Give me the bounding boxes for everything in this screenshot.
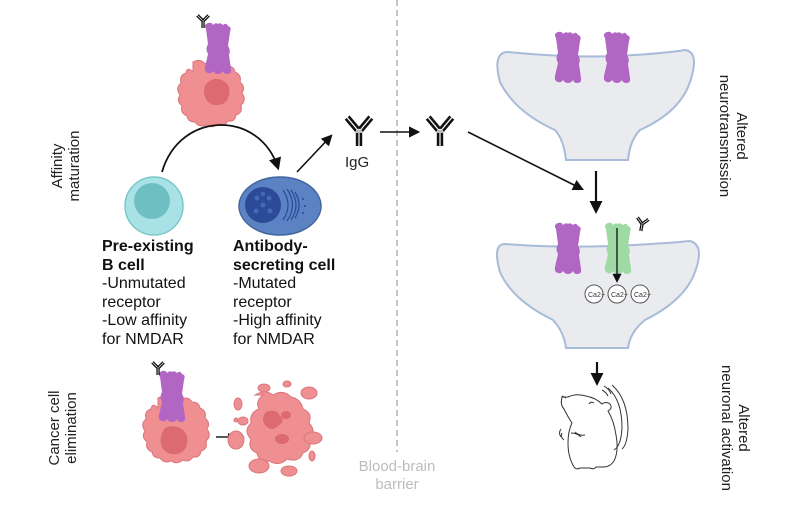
igg-label: IgG bbox=[345, 154, 370, 171]
affinity-maturation-arrow bbox=[161, 124, 282, 173]
b-cell-description: Pre-existing B cell -Unmutated receptor … bbox=[102, 238, 194, 349]
label-line: Blood-brain bbox=[358, 458, 436, 475]
b-cell-title: B cell bbox=[102, 256, 145, 274]
label-line: neuronal activation bbox=[718, 365, 735, 491]
calcium-ion-label: Ca2+ bbox=[634, 292, 651, 299]
blood-brain-barrier-label: Blood-brain barrier bbox=[351, 458, 443, 494]
calcium-ion bbox=[607, 284, 627, 304]
antibody-small-icon bbox=[151, 361, 165, 375]
calcium-ion bbox=[630, 284, 650, 304]
arrow-to-igg bbox=[296, 134, 333, 173]
calcium-ion bbox=[584, 284, 604, 304]
b-cell-title: Pre-existing bbox=[102, 238, 194, 255]
calcium-ion-label: Ca2+ bbox=[611, 292, 628, 299]
cancer-elimination-graphics bbox=[142, 361, 323, 477]
b-cell-detail: receptor bbox=[102, 293, 161, 311]
b-cell-detail: -Low affinity bbox=[102, 312, 188, 329]
calcium-ion-label: Ca2+ bbox=[588, 292, 605, 299]
altered-neurotransmission-label: Altered neurotransmission bbox=[714, 66, 750, 206]
asc-detail: for NMDAR bbox=[233, 330, 315, 348]
altered-neuronal-activation-label: Altered neuronal activation bbox=[716, 348, 752, 508]
nmda-receptor-icon bbox=[158, 370, 186, 422]
diagram-canvas: Ca2+ Ca2+ Ca2+ bbox=[124, 0, 700, 470]
calcium-ions: Ca2+ Ca2+ Ca2+ bbox=[584, 284, 651, 304]
asc-title: Antibody- bbox=[233, 238, 308, 255]
asc-title: secreting cell bbox=[233, 256, 336, 274]
b-cell-detail: -Unmutated bbox=[102, 275, 186, 292]
label-line: Altered bbox=[735, 404, 752, 452]
label-line: Altered bbox=[733, 112, 750, 160]
fragmented-cancer-cell bbox=[227, 380, 323, 477]
cancer-cell-top bbox=[177, 59, 245, 128]
figure: Ca2+ Ca2+ Ca2+ Affinity maturation Cance… bbox=[46, 0, 752, 494]
b-cell-detail: for NMDAR bbox=[102, 330, 184, 348]
label-line: neurotransmission bbox=[716, 74, 733, 198]
b-cell bbox=[124, 176, 184, 236]
asc-description: Antibody- secreting cell -Mutated recept… bbox=[233, 238, 335, 349]
antibody-secreting-cell bbox=[238, 176, 322, 236]
asc-detail: -Mutated bbox=[233, 275, 297, 292]
asc-detail: receptor bbox=[233, 293, 292, 311]
asc-detail: -High affinity bbox=[233, 312, 322, 329]
cancer-cell-bottom bbox=[142, 395, 210, 464]
arrow-to-synapse bbox=[467, 131, 585, 191]
mouse-illustration bbox=[559, 384, 629, 470]
label-line: barrier bbox=[375, 476, 419, 493]
fragment-nuclei bbox=[263, 410, 291, 444]
